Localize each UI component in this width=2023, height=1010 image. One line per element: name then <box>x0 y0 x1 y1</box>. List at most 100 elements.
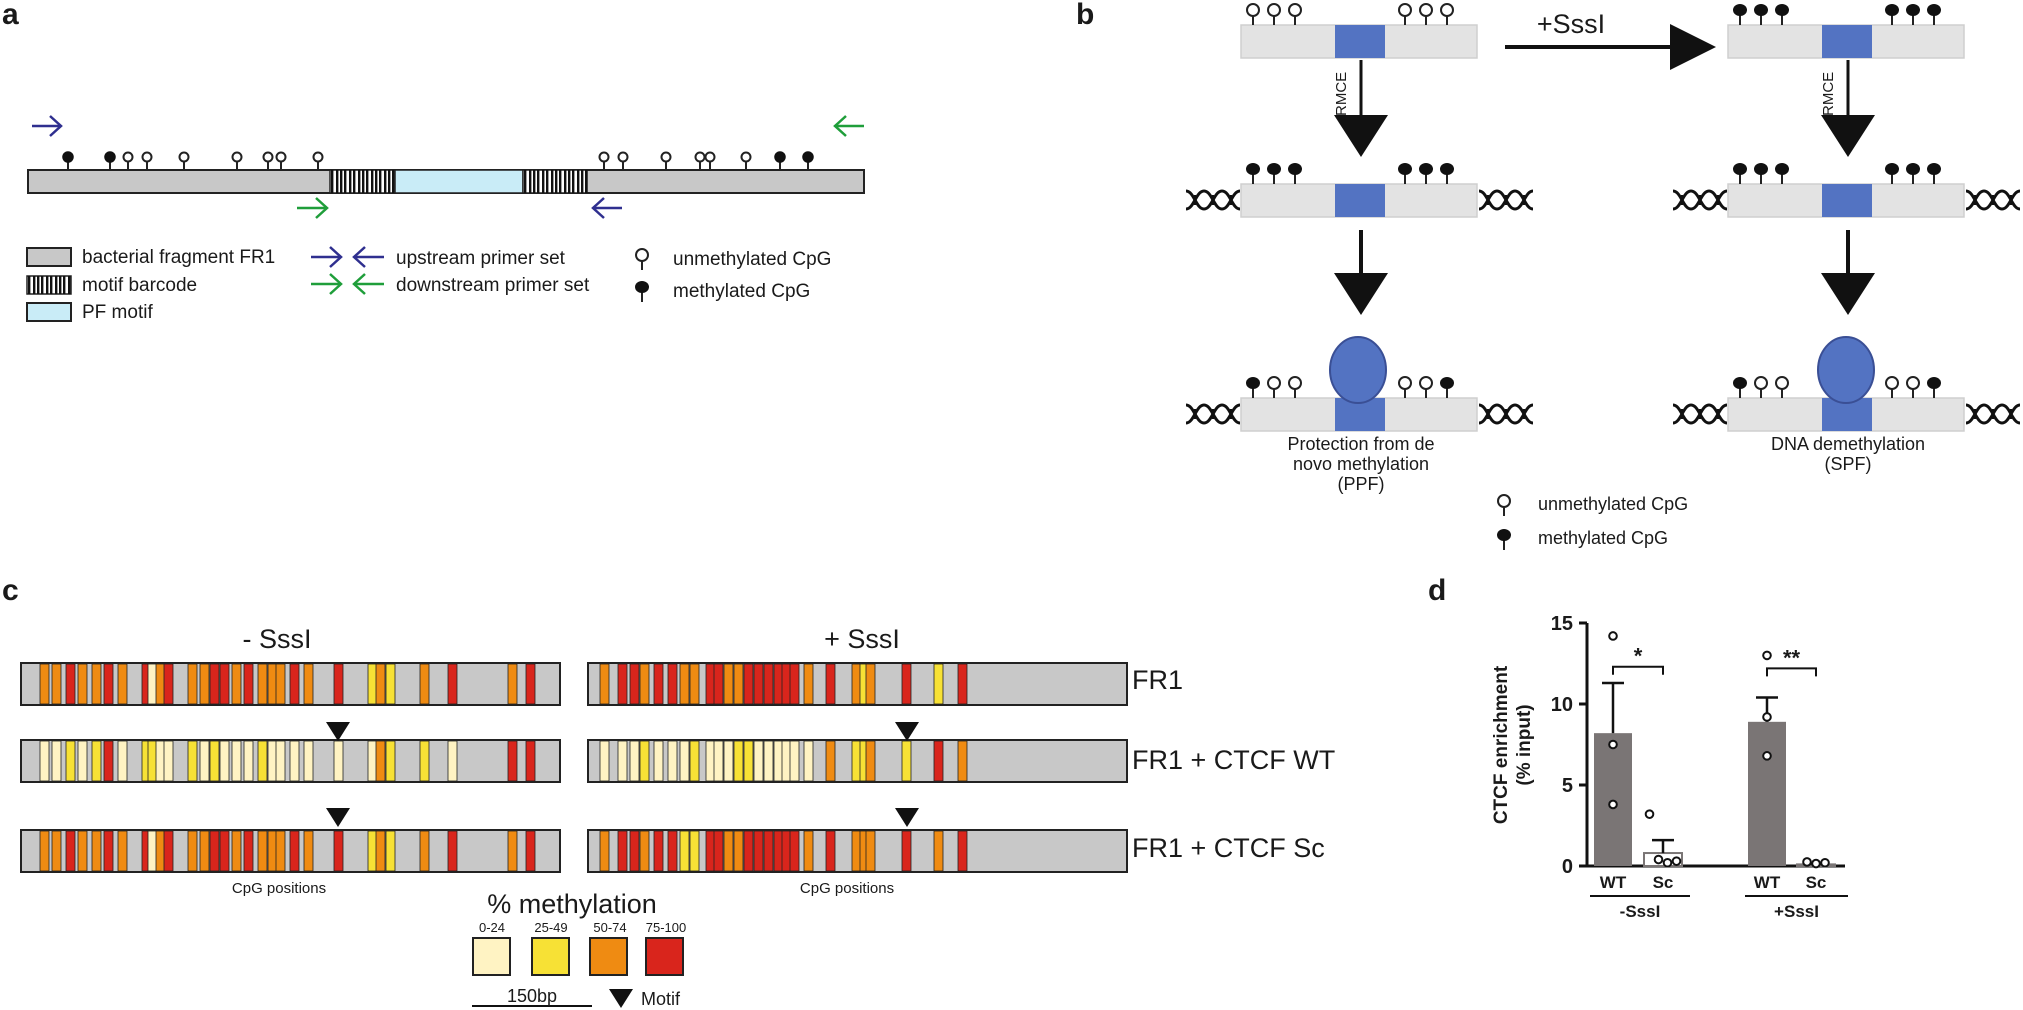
data-point <box>1811 858 1821 869</box>
cpg-methylation-cell <box>599 663 610 705</box>
cpg-methylation-cell <box>103 740 114 782</box>
data-point <box>1662 857 1673 868</box>
cpg-methylation-cell <box>51 830 62 872</box>
rmce-arrow-right: RMCE <box>1820 60 1875 157</box>
cpg-methylation-cell <box>629 663 640 705</box>
unmethylated-cpg <box>141 151 153 171</box>
cpg-methylation-cell <box>39 740 50 782</box>
significance-label: * <box>1634 644 1643 669</box>
ppf-caption-line2: novo methylation <box>1293 454 1429 474</box>
legend-downstream-label: downstream primer set <box>396 275 590 296</box>
y-axis-label: CTCF enrichment(% input) <box>1491 665 1535 824</box>
cpg-methylation-cell <box>209 740 220 782</box>
unmethylated-cpg <box>231 151 243 171</box>
cpg-methylation-cell <box>243 663 254 705</box>
b-legend-unmethylated-label: unmethylated CpG <box>1538 494 1688 514</box>
cpg-methylation-cell <box>679 740 690 782</box>
cpg-methylation-cell <box>333 740 344 782</box>
cpg-lollipops-mid-right <box>1732 162 1942 185</box>
significance-bracket: * <box>1612 644 1664 675</box>
sssi-label: +SssI <box>1537 9 1605 39</box>
unmethylated-cpg <box>740 151 752 171</box>
cpg-methylation-cell <box>617 663 628 705</box>
cpg-methylation-cell <box>275 830 286 872</box>
methylated-cpg <box>62 151 74 171</box>
unmethylated-cpg <box>312 151 324 171</box>
cpg-methylation-cell <box>803 830 814 872</box>
cpg-methylation-cell <box>713 740 724 782</box>
unmethylated-cpg <box>1267 376 1281 399</box>
cpg-methylation-cell <box>375 663 386 705</box>
data-point <box>1608 739 1618 750</box>
cpg-methylation-cell <box>825 663 836 705</box>
cpg-methylation-cell <box>257 740 268 782</box>
unmethylated-cpg <box>1246 3 1260 26</box>
unmethylated-cpg <box>122 151 134 171</box>
cpg-methylation-cell <box>77 740 88 782</box>
data-point <box>1653 854 1664 865</box>
cpg-methylation-cell <box>525 830 536 872</box>
cpg-methylation-cell <box>653 740 664 782</box>
cpg-methylation-cell <box>289 830 300 872</box>
unmethylated-cpg <box>1885 376 1899 399</box>
construct-bottom-right <box>1671 336 2022 432</box>
cpg-methylation-cell <box>385 740 396 782</box>
methylated-cpg <box>1266 162 1282 185</box>
rmce-arrow-left: RMCE <box>1333 60 1388 157</box>
motif-legend-marker <box>609 989 633 1008</box>
cpg-methylation-cell <box>753 740 764 782</box>
cpg-methylation-cell <box>303 663 314 705</box>
row-label-ctcf-sc: FR1 + CTCF Sc <box>1132 833 1325 863</box>
cpg-methylation-cell <box>187 663 198 705</box>
b-legend-methylated-label: methylated CpG <box>1538 528 1668 548</box>
cpg-methylation-cell <box>419 663 430 705</box>
data-point <box>1608 799 1618 810</box>
unmethylated-cpg <box>1906 376 1920 399</box>
methylated-cpg <box>1926 3 1942 26</box>
methylated-cpg <box>1926 162 1942 185</box>
cpg-caption-plus: CpG positions <box>800 880 894 897</box>
cpg-methylation-cell <box>77 663 88 705</box>
legend-swatch-2 <box>589 937 628 976</box>
unmethylated-cpg <box>1754 376 1768 399</box>
cpg-methylation-cell <box>599 830 610 872</box>
unmethylated-cpg <box>617 151 629 171</box>
cpg-methylation-cell <box>91 740 102 782</box>
cpg-methylation-cell <box>667 830 678 872</box>
legend-downstream-arrows <box>311 273 384 295</box>
motif-legend-label: Motif <box>641 989 681 1009</box>
spf-caption-line2: (SPF) <box>1825 454 1872 474</box>
cpg-methylation-cell <box>103 830 114 872</box>
cpg-lollipops-top-left <box>1246 3 1454 26</box>
cpg-methylation-cell <box>375 830 386 872</box>
cpg-methylation-cell <box>901 740 912 782</box>
category-label: WT <box>1600 873 1627 892</box>
methylated-cpg <box>1926 376 1942 399</box>
cpg-methylation-cell <box>289 663 300 705</box>
data-point <box>1644 809 1655 819</box>
unmethylated-cpg <box>1775 376 1789 399</box>
cpg-methylation-cell <box>901 663 912 705</box>
methylation-legend-title: % methylation <box>487 889 657 919</box>
group-label: -SssI <box>1620 902 1661 921</box>
cpg-methylation-cell <box>375 740 386 782</box>
methylated-cpg <box>1439 162 1455 185</box>
panel-d-label: d <box>1428 574 1446 607</box>
cpg-methylation-cell <box>117 663 128 705</box>
data-point <box>1671 856 1682 866</box>
motif-barcode-left <box>329 169 396 194</box>
cpg-methylation-cell <box>733 740 744 782</box>
cpg-methylation-cell <box>303 740 314 782</box>
methylated-cpg <box>1905 3 1921 26</box>
cpg-caption-minus: CpG positions <box>232 880 326 897</box>
data-point <box>1802 857 1812 867</box>
motif-marker-minus-wt <box>326 722 350 741</box>
cpg-methylation-cell <box>117 830 128 872</box>
panel-b: b +SssI RMCE RMCE <box>1076 0 2022 551</box>
cpg-methylation-cell <box>65 663 76 705</box>
ctcf-protein-right <box>1817 336 1875 404</box>
cpg-methylation-cell <box>865 740 876 782</box>
unmethylated-cpg <box>704 151 716 171</box>
heatmap-row <box>20 829 561 873</box>
methylated-cpg <box>1753 3 1769 26</box>
